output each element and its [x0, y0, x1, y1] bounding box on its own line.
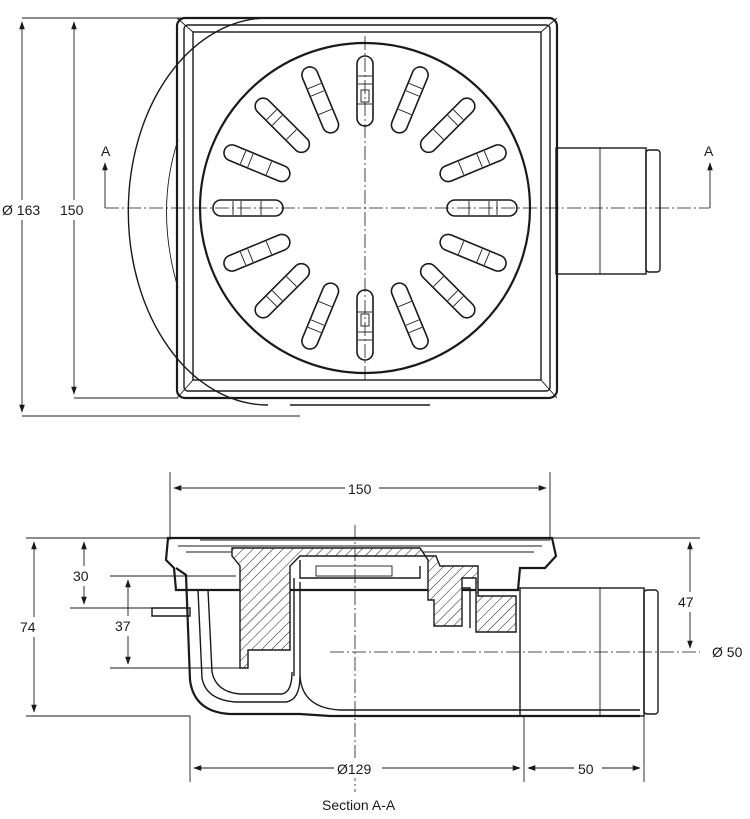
drain-body-section — [151, 536, 659, 718]
dim-body-diameter: Ø129 — [337, 761, 371, 777]
dim-outlet-diameter: Ø 50 — [712, 644, 743, 660]
dim-outlet-height: 47 — [678, 594, 694, 610]
grate-slot — [254, 262, 311, 319]
dimension-frame-height: 150 — [58, 17, 178, 399]
dim-total-height: 74 — [20, 619, 36, 635]
dim-outlet-length: 50 — [578, 761, 594, 777]
dimension-top-width: 150 — [169, 472, 551, 540]
dim-depth-37: 37 — [115, 618, 131, 634]
grate-slot — [301, 66, 340, 134]
dimension-body-diameter: Ø129 — [193, 758, 521, 778]
dim-frame-height: 150 — [60, 202, 84, 218]
grate-slot — [419, 262, 476, 319]
dimension-total-height: 74 — [18, 541, 50, 713]
dimension-depth-37: 37 — [112, 579, 144, 665]
dimension-outer-diameter: Ø 163 — [0, 17, 300, 417]
dimension-depth-30: 30 — [70, 541, 100, 605]
grate-slot — [223, 144, 291, 183]
body-outline-left — [127, 17, 269, 406]
dimension-outlet-height: 47 — [674, 541, 706, 649]
section-view: 150 — [18, 472, 743, 813]
grate-slot — [390, 282, 429, 350]
body-curve-left — [166, 139, 179, 289]
plan-view: A A Ø 163 150 — [0, 16, 714, 417]
grate-slot — [301, 282, 340, 350]
grate-slot — [390, 66, 429, 134]
grate-slot — [223, 233, 291, 272]
section-marker-right: A — [704, 143, 714, 208]
dim-outer-diameter: Ø 163 — [2, 202, 40, 218]
grate-slot — [439, 233, 507, 272]
section-title: Section A-A — [322, 797, 396, 813]
odour-trap-insert — [200, 539, 550, 669]
dim-top-width: 150 — [348, 481, 372, 497]
dimension-outlet-length: 50 — [527, 758, 641, 778]
section-mark-label-right: A — [704, 143, 714, 159]
section-marker-left: A — [101, 143, 111, 208]
grate-slot — [254, 97, 311, 154]
outlet-pipe-plan — [555, 147, 661, 275]
grate-slot — [439, 144, 507, 183]
grate-slot — [419, 97, 476, 154]
section-mark-label-left: A — [101, 143, 111, 159]
dim-depth-30: 30 — [73, 568, 89, 584]
